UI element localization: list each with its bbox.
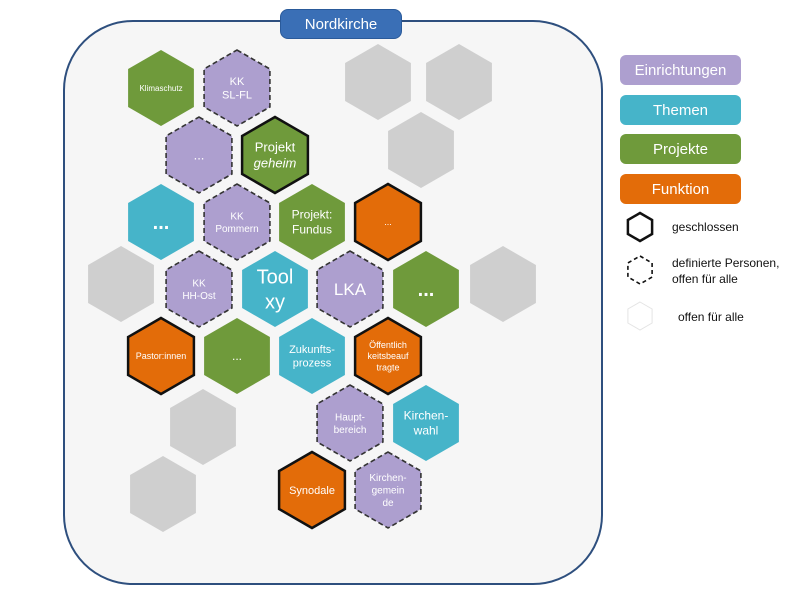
hex-label: de — [382, 498, 394, 509]
hex-kirchenwahl: Kirchen-wahl — [393, 385, 459, 461]
hex-label: ... — [232, 349, 242, 363]
hex-label: Pastor:innen — [136, 351, 187, 361]
hex-kk-hh-ost: KK HH-Ost — [165, 250, 233, 328]
hex-grey-3 — [388, 112, 454, 188]
hex-shape — [128, 50, 194, 126]
hex-hauptbereich: Haupt-bereich — [316, 384, 384, 462]
legend-label-offen: offen für alle — [678, 310, 744, 324]
hex-label: Haupt- — [335, 412, 365, 423]
hex-shape — [88, 246, 154, 322]
hex-shape — [128, 184, 194, 260]
hex-grey-6 — [170, 389, 236, 465]
hex-label: Tool — [257, 267, 294, 289]
hex-label: wahl — [413, 424, 439, 438]
hex-shape — [345, 44, 411, 120]
hex-label: prozess — [293, 358, 332, 370]
hex-ellipsis-1: ... — [165, 116, 233, 194]
hex-shape — [240, 115, 310, 195]
legend-themen: Themen — [620, 95, 741, 125]
hex-shape — [316, 250, 384, 328]
hex-shape — [388, 112, 454, 188]
hex-label: Kirchen- — [369, 473, 406, 484]
hex-grey-2 — [426, 44, 492, 120]
hex-label: KK — [230, 76, 245, 88]
hex-label: LKA — [334, 280, 367, 299]
hex-ellipsis-2: ... — [128, 184, 194, 260]
hex-shape — [170, 389, 236, 465]
hex-label: tragte — [376, 362, 399, 372]
hex-shape — [353, 316, 423, 396]
hex-shape — [165, 250, 233, 328]
hex-label: KK — [230, 211, 244, 222]
hex-shape — [126, 316, 196, 396]
hex-shape — [393, 385, 459, 461]
title-tab: Nordkirche — [280, 9, 402, 39]
hex-shape — [277, 450, 347, 530]
hex-shape — [203, 183, 271, 261]
hex-lka: LKA — [316, 250, 384, 328]
hex-grey-1 — [345, 44, 411, 120]
hex-zukunftsprozess: Zukunfts-prozess — [279, 318, 345, 394]
hex-shape — [279, 318, 345, 394]
hex-shape — [470, 246, 536, 322]
hex-label: Projekt — [255, 139, 296, 154]
hex-label: Fundus — [292, 223, 332, 237]
hex-synodale: Synodale — [277, 450, 347, 530]
hex-projekt-geheim: Projekt geheim — [240, 115, 310, 195]
hex-shape — [279, 184, 345, 260]
hex-label: ... — [384, 217, 392, 227]
hex-shape — [242, 251, 308, 327]
hex-label: gemein — [372, 486, 405, 497]
hex-label: xy — [265, 292, 285, 314]
hex-shape — [130, 456, 196, 532]
hex-grey-4 — [88, 246, 154, 322]
hex-shape — [165, 116, 233, 194]
legend-hex-solid-icon — [626, 211, 654, 243]
hex-grey-5 — [470, 246, 536, 322]
legend-funktion: Funktion — [620, 174, 741, 204]
hex-label: Pommern — [215, 224, 258, 235]
hex-shape — [426, 44, 492, 120]
hex-label: Projekt: — [292, 208, 333, 222]
hex-label: Zukunfts- — [289, 344, 335, 356]
legend-label-geschlossen: geschlossen — [672, 220, 739, 234]
hex-klimaschutz: Klimaschutz — [128, 50, 194, 126]
hex-label: Kirchen- — [404, 409, 449, 423]
hex-toolxy: Tool xy — [242, 251, 308, 327]
hex-label: KK — [192, 278, 206, 289]
hex-label: Klimaschutz — [139, 84, 182, 93]
hex-shape — [203, 49, 271, 127]
hex-label: geheim — [254, 156, 297, 171]
hex-ellipsis-4: ... — [393, 251, 459, 327]
legend-label-definierte: definierte Personen, offen für alle — [672, 256, 780, 286]
hex-label: HH-Ost — [182, 291, 216, 302]
hex-shape — [354, 451, 422, 529]
hex-pastorinnen: Pastor:innen — [126, 316, 196, 396]
hex-shape — [393, 251, 459, 327]
hex-label: bereich — [334, 425, 367, 436]
hex-projekt-fundus: Projekt:Fundus — [279, 184, 345, 260]
hex-shape — [204, 318, 270, 394]
hex-shape — [353, 182, 423, 262]
hex-ellipsis-3: ... — [353, 182, 423, 262]
hex-kk-sl-fl: KK SL-FL — [203, 49, 271, 127]
hex-label: ... — [153, 212, 170, 234]
legend-hex-dashed-icon — [627, 255, 653, 285]
hex-grey-7 — [130, 456, 196, 532]
legend-projekte: Projekte — [620, 134, 741, 164]
hex-ellipsis-5: ... — [204, 318, 270, 394]
hex-label: keitsbeauf — [367, 351, 409, 361]
hex-label: SL-FL — [222, 90, 252, 102]
hex-label: ... — [194, 148, 205, 163]
hex-label: ... — [418, 279, 435, 301]
legend-hex-open-icon — [627, 301, 653, 331]
legend-einrichtungen: Einrichtungen — [620, 55, 741, 85]
hex-kk-pommern: KK Pommern — [203, 183, 271, 261]
hex-label: Öffentlich — [369, 340, 407, 350]
hex-label: Synodale — [289, 485, 335, 497]
hex-shape — [316, 384, 384, 462]
